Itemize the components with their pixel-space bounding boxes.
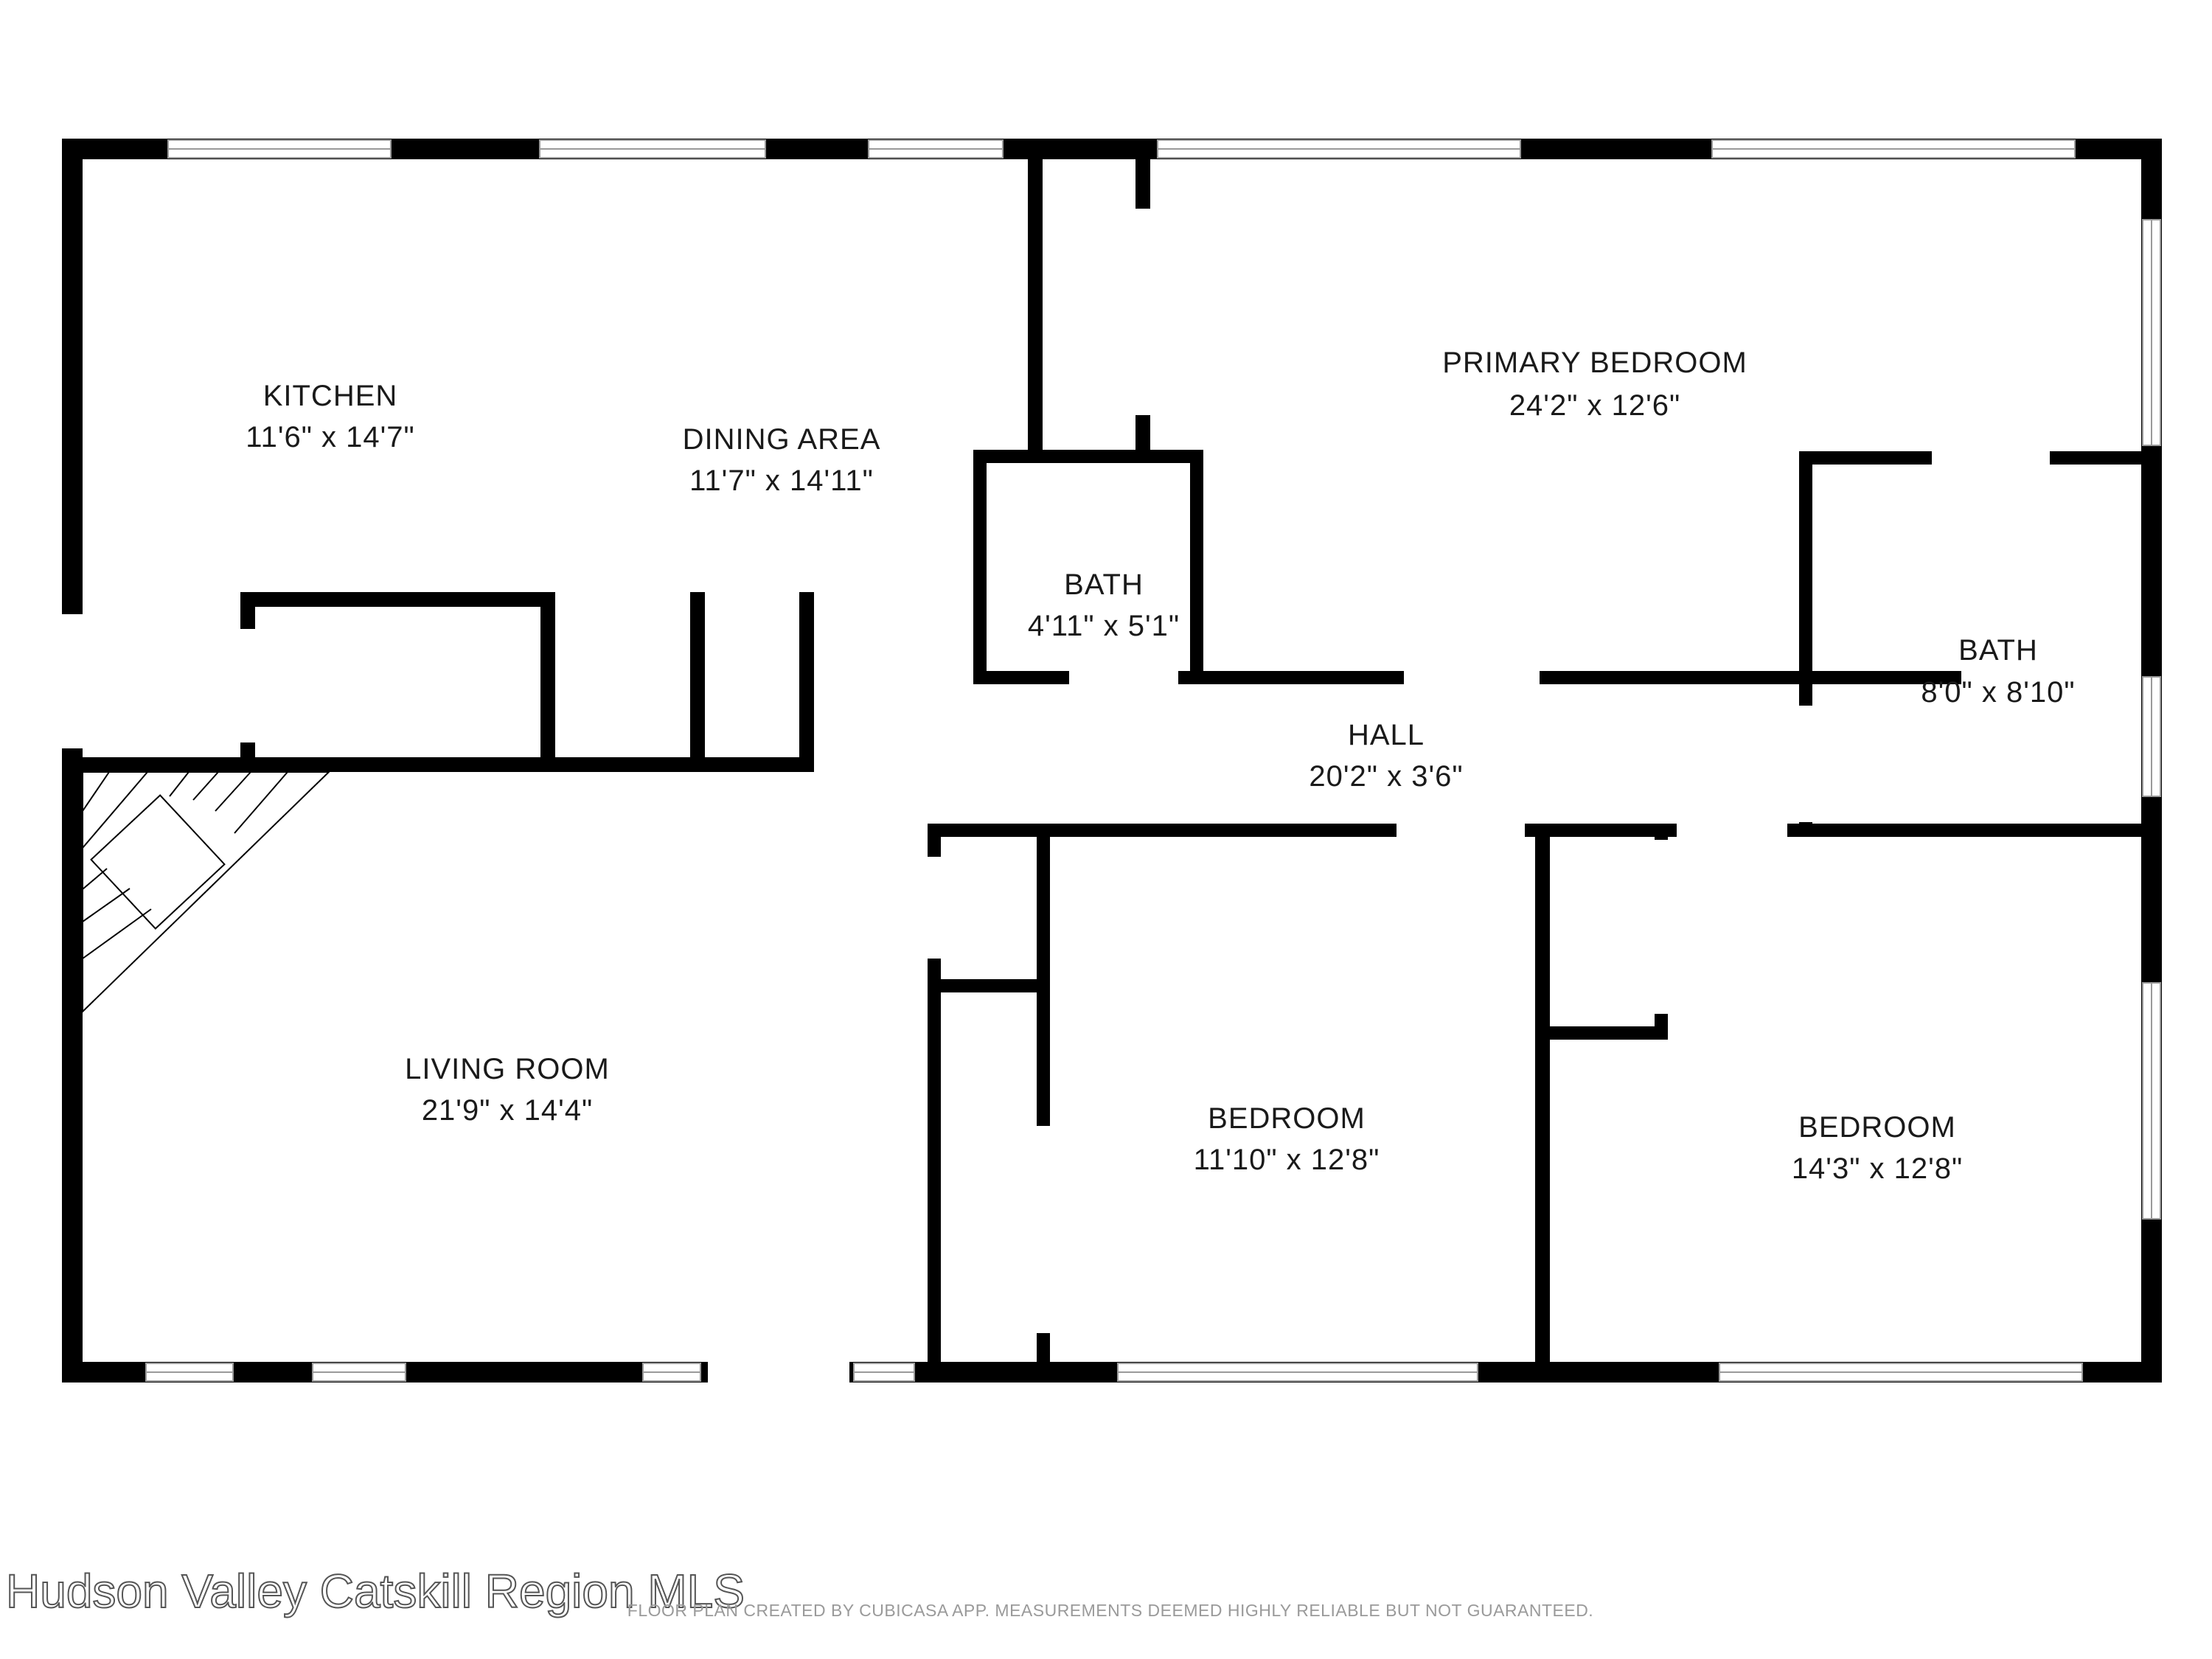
wall-kitchen-counter-left-lower [240, 742, 255, 772]
wall-bath-small-top [973, 450, 1203, 463]
label-bedroom-right-name: BEDROOM [1798, 1111, 1956, 1144]
stairs-landing [90, 794, 226, 930]
wall-closet-left-outer-b [928, 959, 941, 1382]
wall-exterior-left-upper [62, 139, 83, 614]
label-bath-primary-dims: 8'0" x 8'10" [1921, 676, 2075, 709]
wall-closet-right-side [1655, 1014, 1668, 1040]
label-bedroom-right-dims: 14'3" x 12'8" [1792, 1152, 1963, 1185]
walls [62, 139, 2162, 1382]
wall-bedroom-divider [1535, 824, 1550, 1382]
wall-closet-left-mid [928, 979, 1046, 992]
label-bedroom-center-name: BEDROOM [1208, 1102, 1366, 1135]
wall-closet-left-inner-a [1037, 824, 1050, 1126]
label-dining-name: DINING AREA [683, 423, 881, 456]
label-bath-primary-name: BATH [1958, 634, 2038, 667]
disclaimer-text: FLOOR PLAN CREATED BY CUBICASA APP. MEAS… [627, 1601, 1593, 1620]
label-bath-small-dims: 4'11" x 5'1" [1028, 610, 1180, 642]
wall-closet-right-bottom [1535, 1026, 1668, 1040]
windows [145, 139, 2161, 1382]
wall-bath-small-left [973, 450, 987, 684]
label-hall-dims: 20'2" x 3'6" [1309, 760, 1463, 793]
label-primary-bedroom-dims: 24'2" x 12'6" [1509, 389, 1680, 422]
wall-kitchen-counter-top [240, 592, 555, 607]
label-living-name: LIVING ROOM [405, 1053, 610, 1085]
wall-exterior-left-lower [62, 748, 83, 1382]
wall-hall-south-a [928, 824, 1397, 837]
label-primary-bedroom-name: PRIMARY BEDROOM [1442, 347, 1747, 379]
wall-primary-closet-upper [1135, 139, 1150, 209]
wall-kitchen-counter-right [540, 592, 555, 772]
wall-bath-primary-left [1799, 451, 1812, 706]
label-bath-small-name: BATH [1064, 568, 1144, 601]
wall-bath-primary-top-b [2050, 451, 2162, 465]
wall-closet-right-top [1655, 824, 1668, 840]
wall-primary-closet-lower [1135, 415, 1150, 456]
wall-closet-left-outer-a [928, 824, 941, 857]
wall-pantry-left [690, 592, 705, 772]
wall-hall-south-b [1525, 824, 1677, 837]
mls-watermark: Hudson Valley Catskill Region MLS [6, 1565, 745, 1618]
wall-bath-small-bottom-a [973, 671, 1069, 684]
label-kitchen-dims: 11'6" x 14'7" [246, 421, 414, 453]
label-kitchen-name: KITCHEN [263, 380, 398, 412]
stairs [82, 771, 331, 1014]
wall-hall-south-c [1787, 824, 2162, 837]
wall-kitchen-counter-left [240, 592, 255, 629]
label-bedroom-center-dims: 11'10" x 12'8" [1194, 1144, 1380, 1176]
wall-closet-left-inner-b [1037, 1333, 1050, 1382]
wall-dining-closet [1028, 139, 1043, 456]
wall-primary-hall-a [1190, 671, 1404, 684]
label-hall-name: HALL [1348, 719, 1425, 751]
wall-bath-primary-top-a [1799, 451, 1932, 465]
label-living-dims: 21'9" x 14'4" [422, 1094, 593, 1127]
label-dining-dims: 11'7" x 14'11" [689, 465, 874, 497]
wall-pantry-top-left [690, 592, 705, 607]
wall-pantry-top-right [799, 592, 814, 607]
wall-pantry-right [799, 592, 814, 772]
wall-bath-small-right [1190, 450, 1203, 684]
room-labels: KITCHEN 11'6" x 14'7" DINING AREA 11'7" … [246, 347, 2075, 1185]
wall-primary-hall-b [1540, 671, 1961, 684]
